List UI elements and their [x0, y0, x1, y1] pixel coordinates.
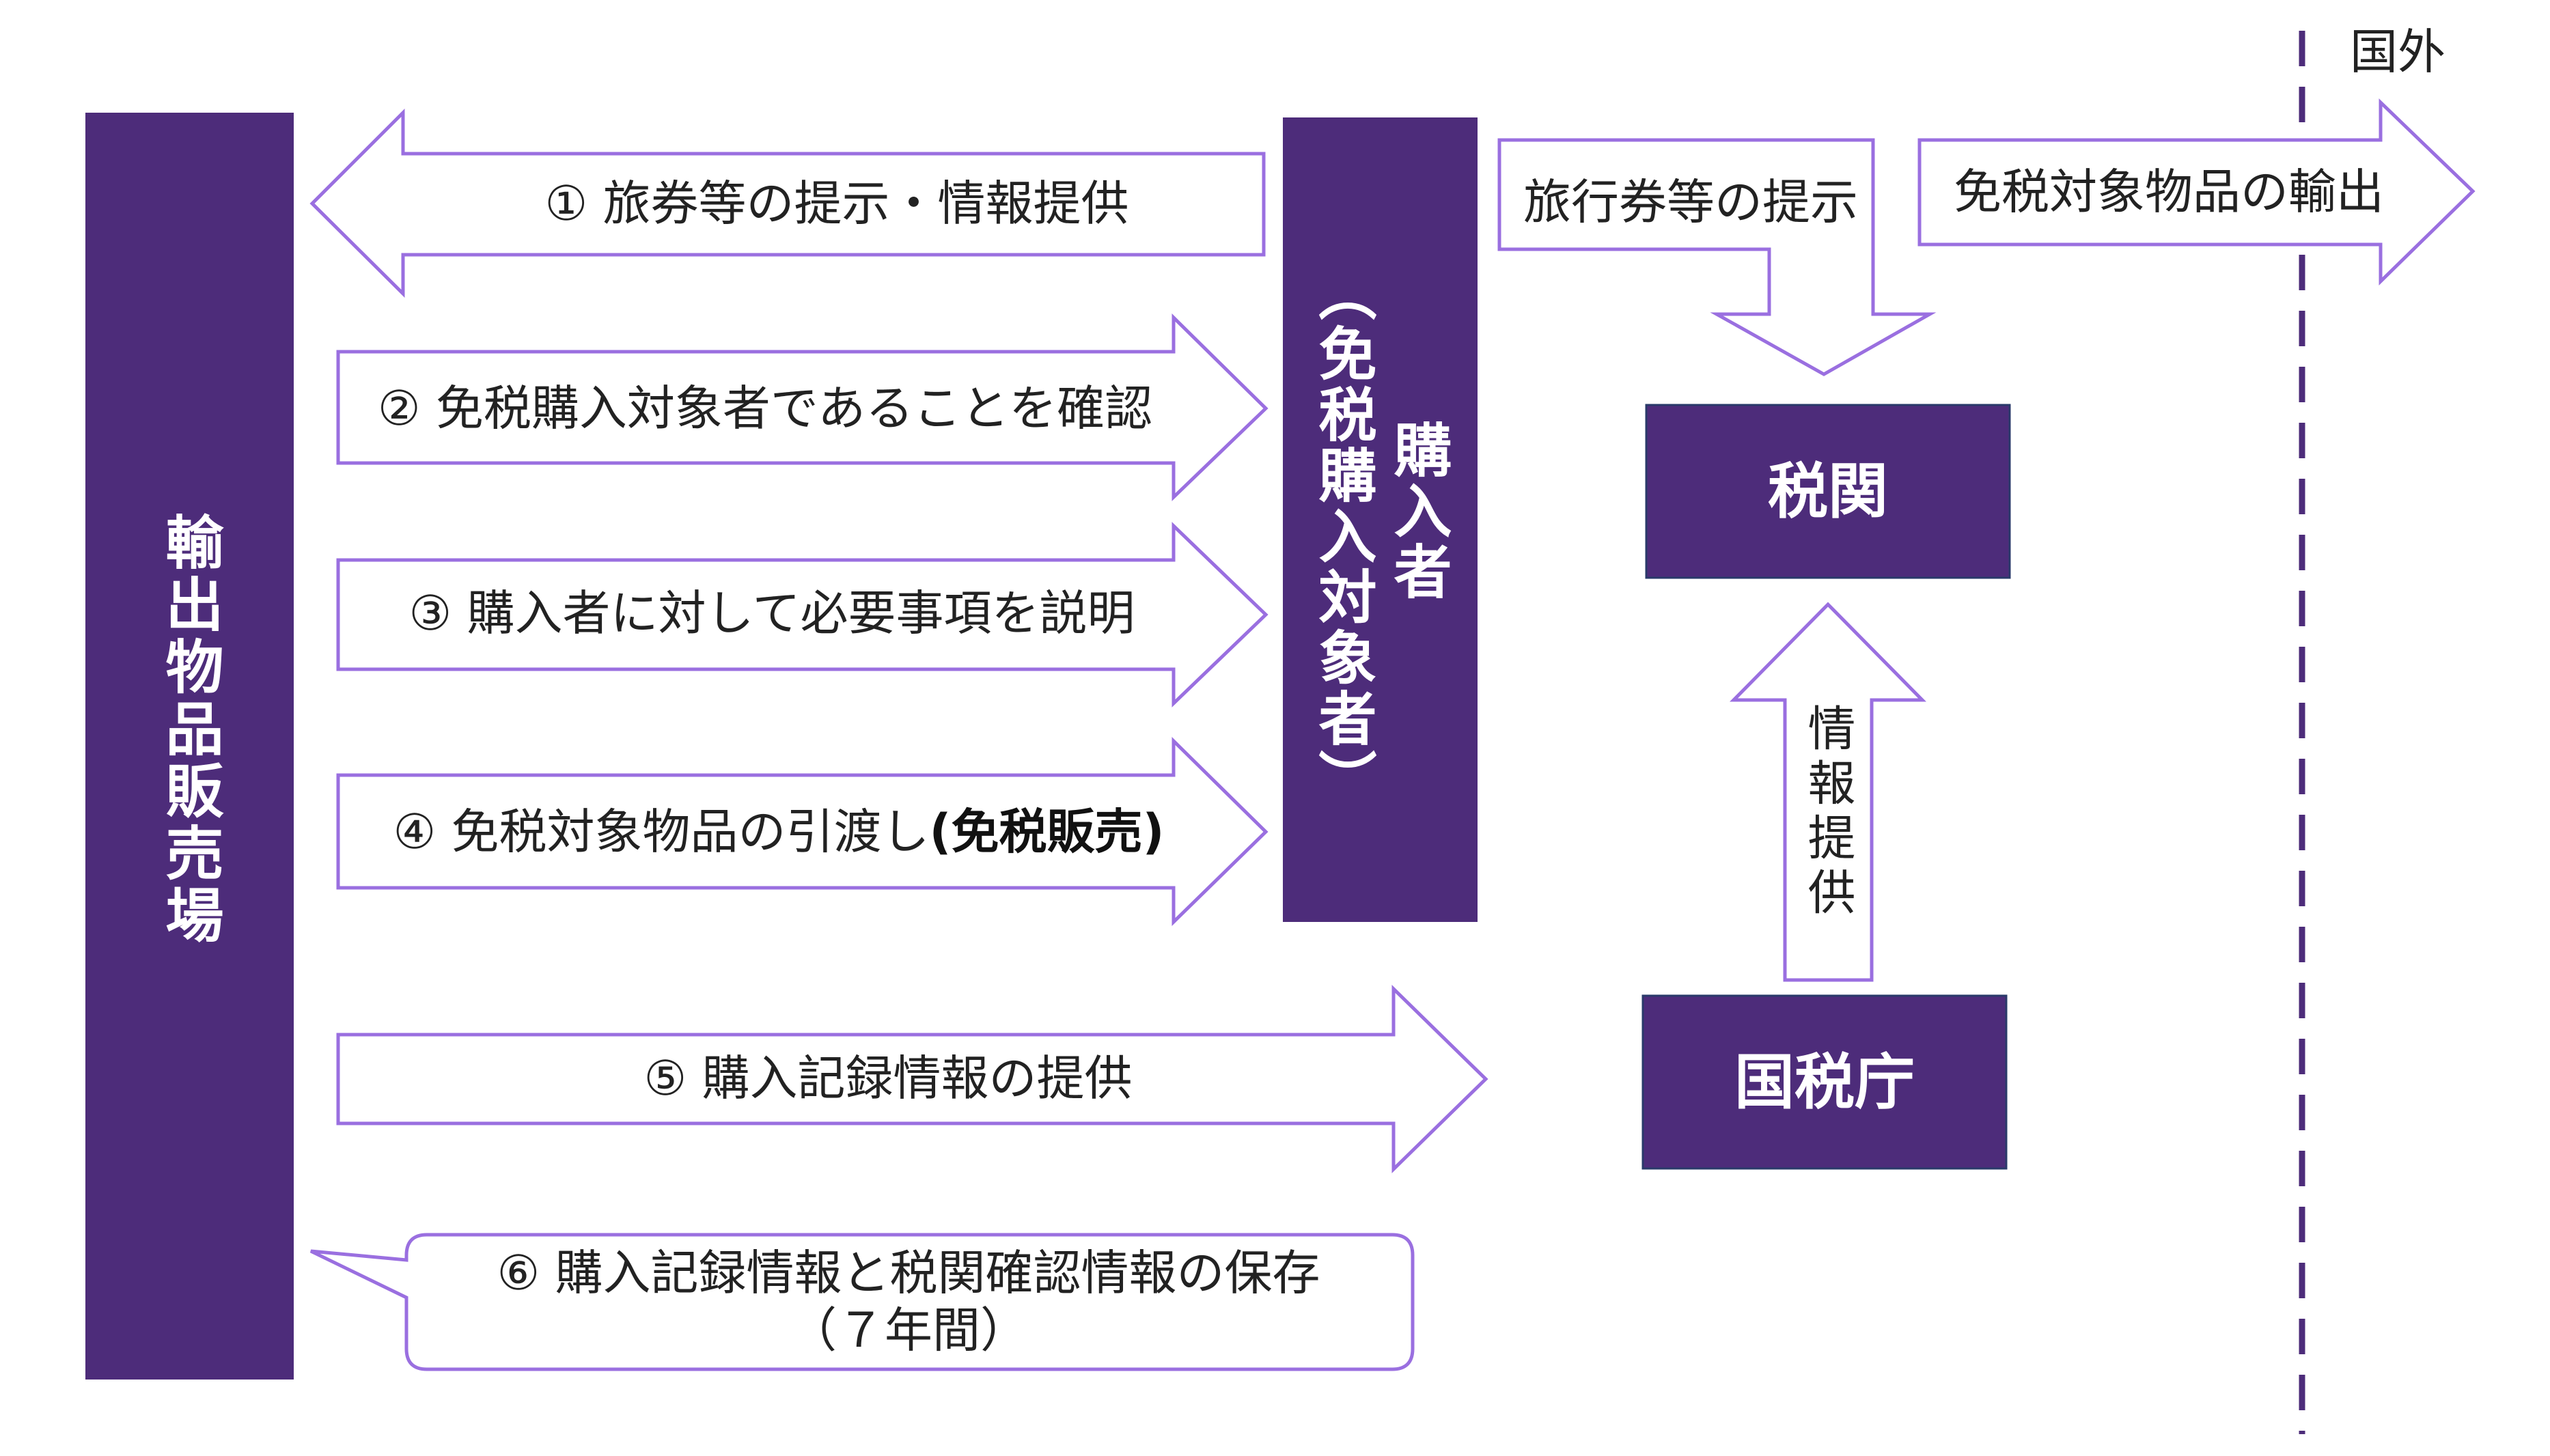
step4-label: ④ 免税対象物品の引渡し(免税販売) — [393, 804, 1165, 860]
export-arrow — [1917, 98, 2476, 285]
buyer-box — [1283, 117, 1478, 922]
step2-label: ② 免税購入対象者であることを確認 — [378, 380, 1152, 436]
customs-box — [1645, 404, 2011, 579]
nta-box — [1641, 994, 2008, 1170]
step1-arrow — [309, 108, 1266, 298]
step2-arrow — [336, 313, 1269, 501]
nta-box-label: 国税庁 — [1734, 1047, 1915, 1117]
passport-present-label: 旅行券等の提示 — [1523, 174, 1858, 230]
buyer-box-subtitle: （免税購入対象者） — [1309, 263, 1377, 810]
passport-present-arrow — [1497, 138, 1937, 376]
customs-box-label: 税関 — [1768, 456, 1888, 527]
buyer-box-title: 購入者 — [1384, 420, 1452, 602]
export-label: 免税対象物品の輸出 — [1954, 164, 2384, 220]
step4-arrow — [336, 737, 1269, 926]
overseas-label: 国外 — [2350, 24, 2445, 80]
step4-label-bold: (免税販売) — [930, 804, 1165, 860]
shop-box-label: 輸出物品販売場 — [156, 512, 224, 947]
step4-label-main: ④ 免税対象物品の引渡し — [393, 804, 930, 860]
step5-arrow — [336, 985, 1488, 1173]
step3-label: ③ 購入者に対して必要事項を説明 — [409, 585, 1135, 641]
info-provide-arrow — [1730, 602, 1926, 982]
info-provide-label: 情報提供 — [1800, 703, 1856, 922]
step6-label-line2: （７年間） — [789, 1302, 1028, 1358]
shop-box — [85, 113, 294, 1380]
step6-callout — [309, 1233, 1415, 1371]
step5-label: ⑤ 購入記録情報の提供 — [643, 1050, 1132, 1106]
step3-arrow — [336, 522, 1269, 708]
step6-label-line1: ⑥ 購入記録情報と税関確認情報の保存 — [497, 1245, 1320, 1301]
step1-label: ① 旅券等の提示・情報提供 — [544, 176, 1128, 232]
